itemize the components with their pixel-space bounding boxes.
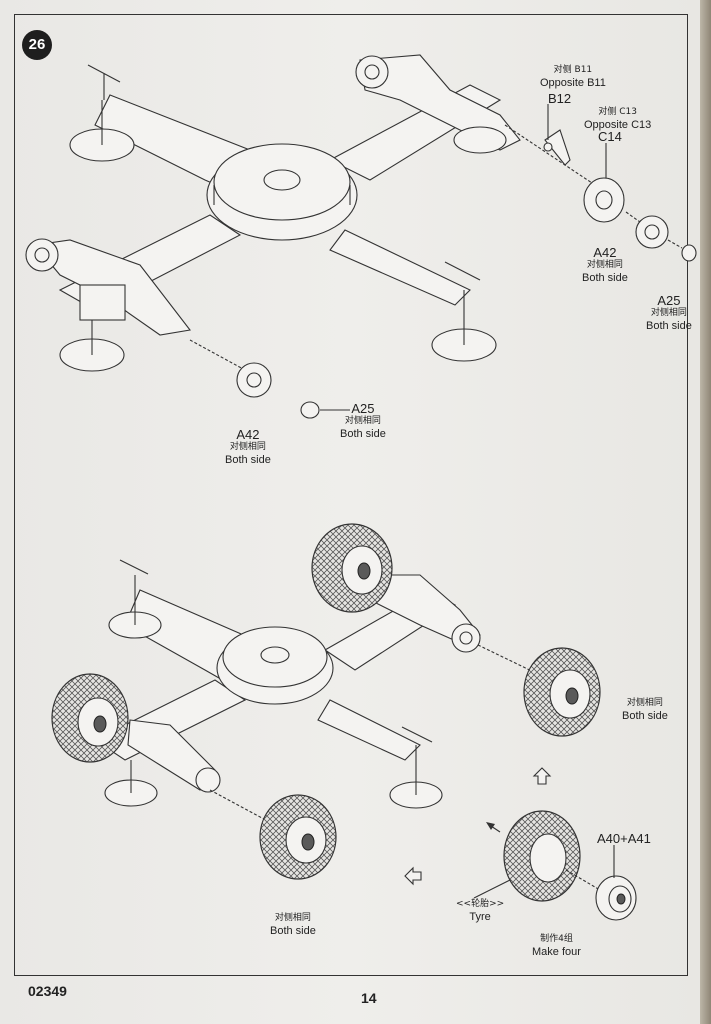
jack-pad-upper-left [69, 64, 135, 162]
arrow-up [532, 767, 552, 785]
tyre-assembly-diagram [503, 810, 637, 921]
label-a40-a41: A40+A41 [597, 831, 651, 846]
jack-pad-lower-left [59, 320, 125, 372]
label-a42-right: A42 对侧相同 Both side [582, 245, 628, 284]
arrow-left [404, 866, 422, 886]
page-frame [14, 14, 688, 976]
label-a42-left: A42 对侧相同 Both side [225, 427, 271, 466]
label-a25-right: A25 对侧相同 Both side [646, 293, 692, 332]
jack-pad-lower-right [431, 261, 497, 362]
label-front-wheel-both-side: 对侧相同 Both side [270, 913, 316, 937]
label-a25-left: A25 对侧相同 Both side [340, 401, 386, 440]
label-c13: 对侧 C13 Opposite C13 [584, 107, 652, 131]
page-number: 14 [361, 990, 377, 1006]
lower-chassis [93, 559, 481, 809]
product-code: 02349 [28, 983, 67, 999]
label-tyre: <<轮胎>> Tyre [456, 899, 505, 923]
label-b11: 对侧 B11 Opposite B11 [540, 65, 606, 89]
upper-left-parts [189, 339, 350, 419]
label-wheel-both-side: 对侧相同 Both side [622, 698, 668, 722]
tyre-exploded-front [209, 789, 337, 880]
step-number-badge: 26 [22, 30, 52, 60]
upper-right-parts [504, 124, 697, 262]
tyre-mounted-left [51, 673, 129, 763]
upper-chassis [25, 54, 521, 372]
label-make-four: 制作4组 Make four [532, 934, 581, 958]
tyre-mounted-upper [311, 523, 393, 613]
label-c14: C14 [598, 129, 622, 144]
label-b12: B12 [548, 91, 572, 106]
tyre-exploded-right [477, 644, 601, 737]
page-edge [700, 0, 711, 1024]
